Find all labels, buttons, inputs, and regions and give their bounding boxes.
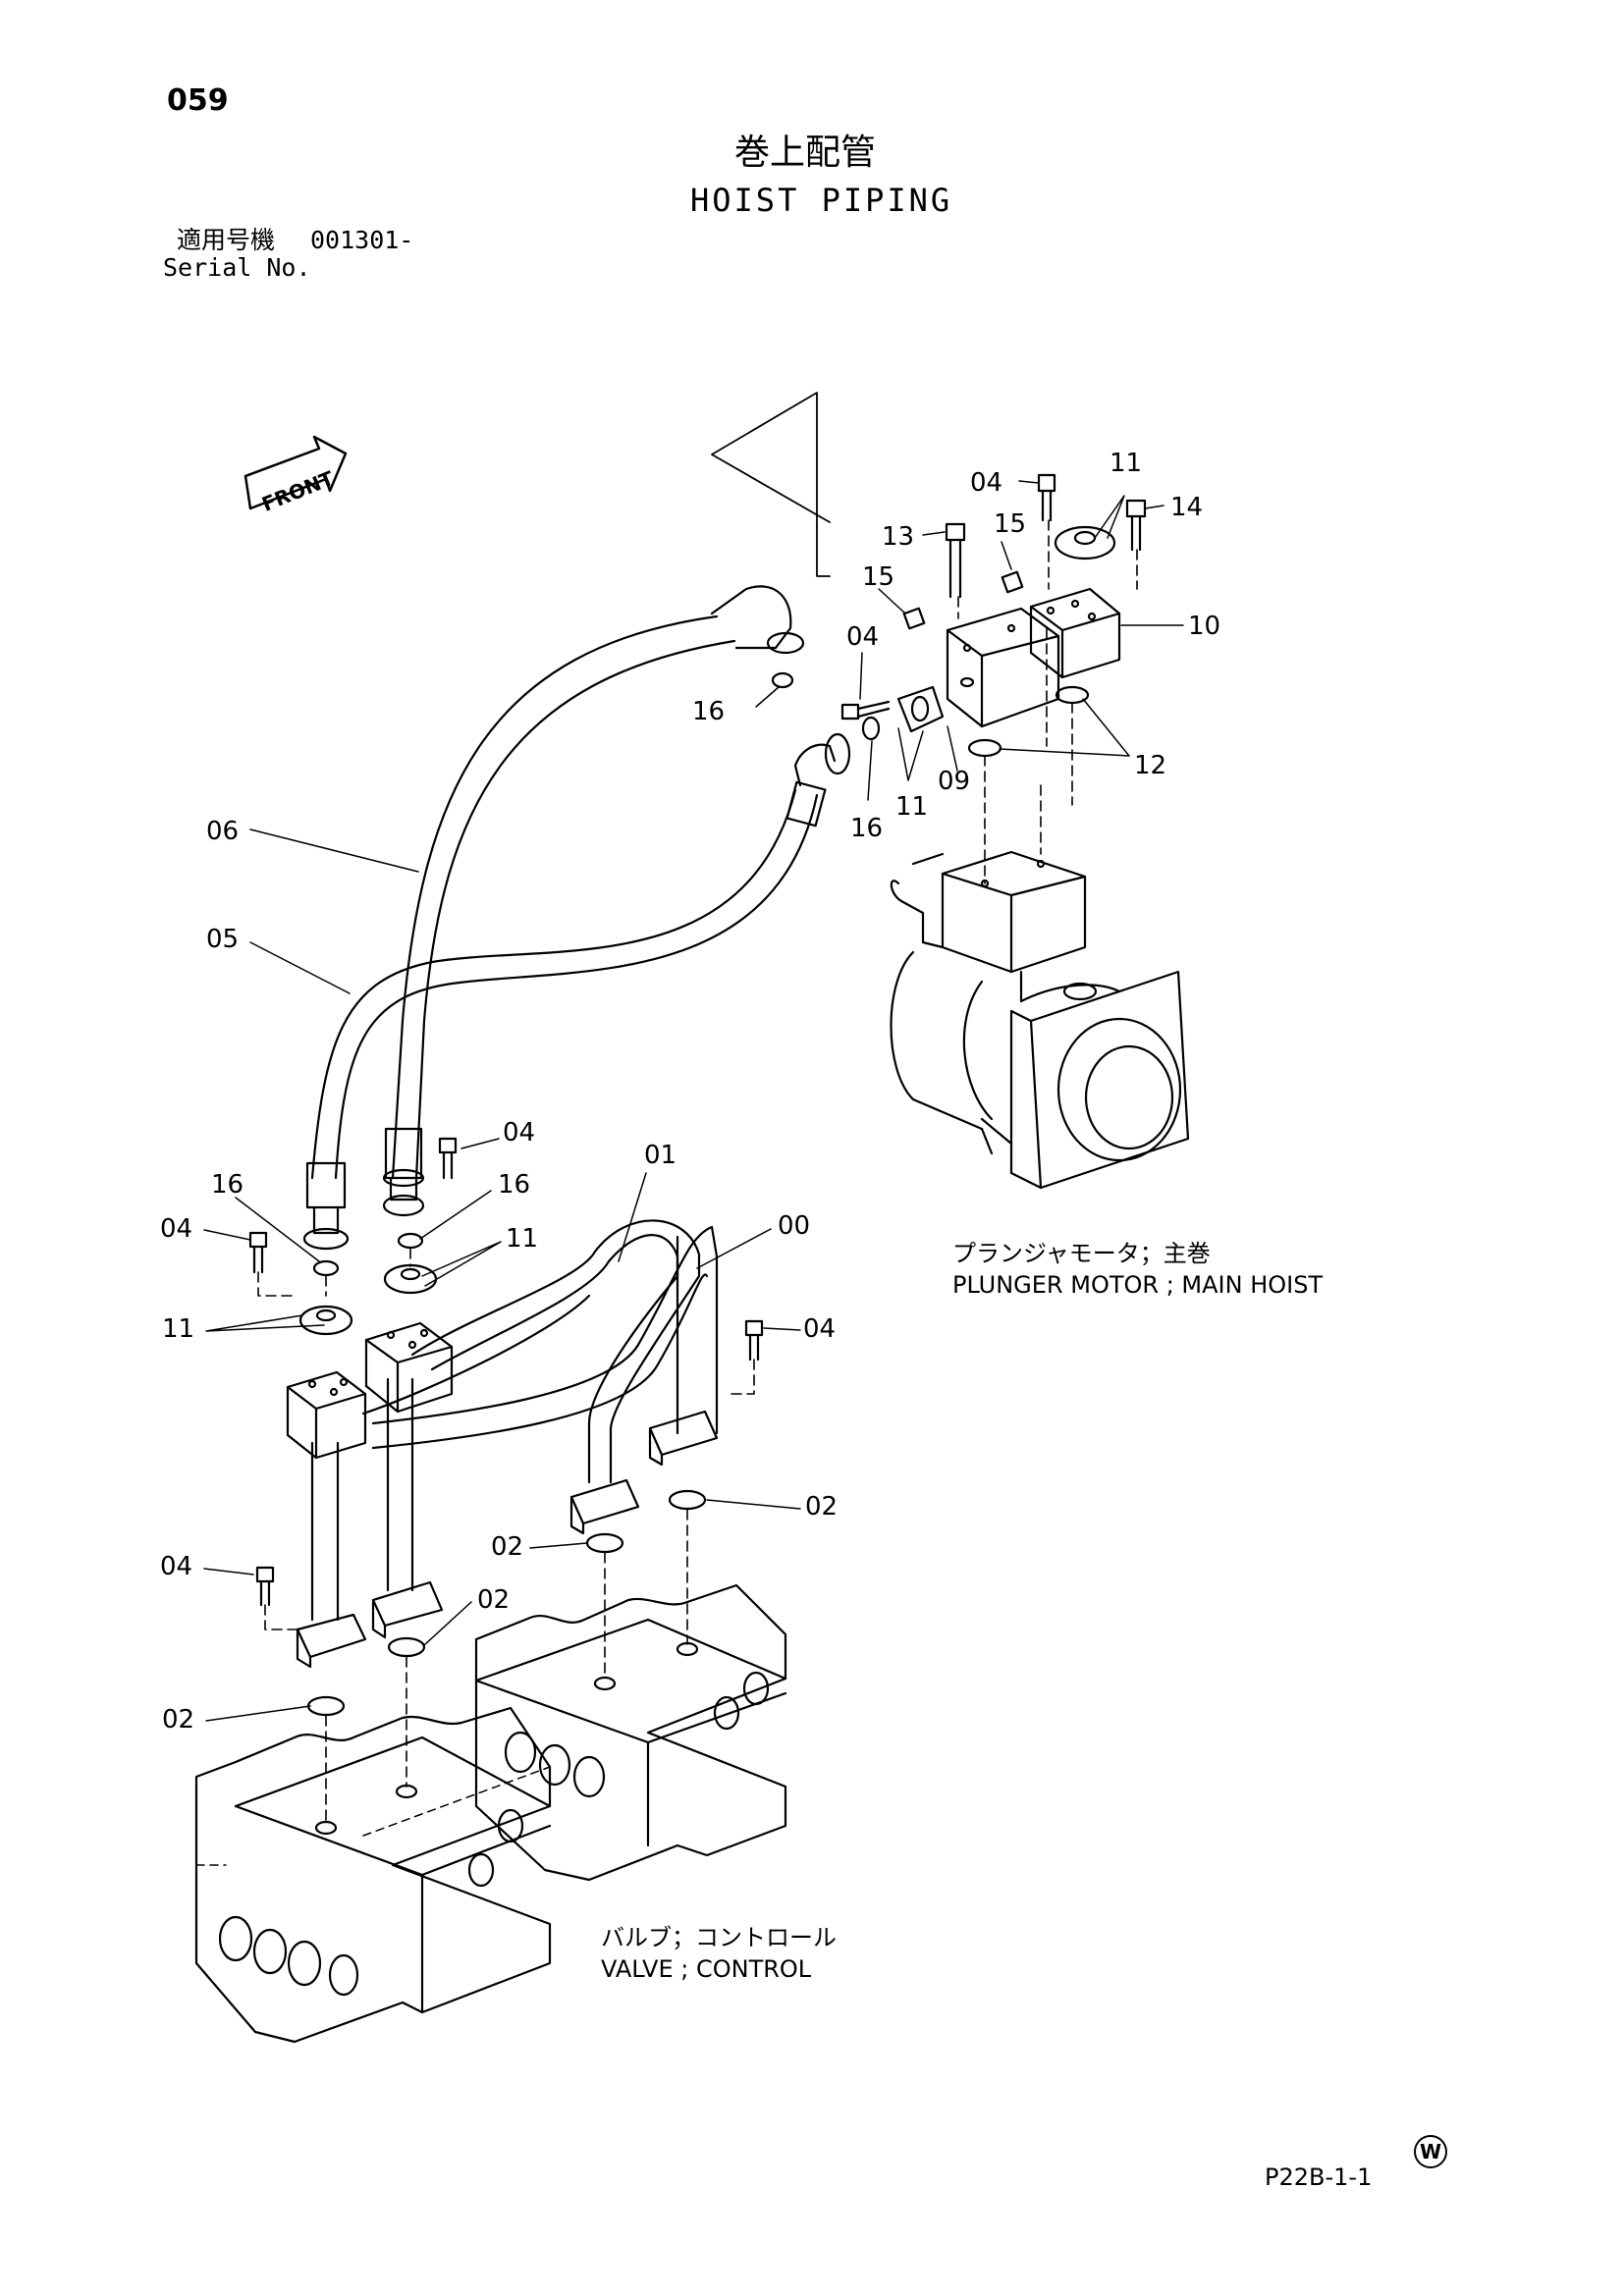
w-mark-icon: W xyxy=(1414,2135,1447,2168)
serial-label-jp: 適用号機 xyxy=(177,226,276,254)
callout-label: 11 xyxy=(506,1224,538,1254)
o-ring-12-b xyxy=(1055,685,1090,705)
page-number: 059 xyxy=(167,83,229,118)
bolt-04-b xyxy=(438,1137,458,1180)
block-10 xyxy=(1029,587,1121,679)
front-arrow-label: FRONT xyxy=(258,466,337,516)
leader-lines xyxy=(203,480,1184,1722)
bolt-04-motor-side xyxy=(840,700,891,721)
bolt-04-motor-top xyxy=(1037,473,1056,522)
callout-label: 04 xyxy=(160,1214,192,1244)
o-ring-02-a xyxy=(306,1695,346,1717)
motor-boundary-line xyxy=(711,392,831,577)
callout-label: 04 xyxy=(160,1552,192,1581)
flange-11-motor-top xyxy=(1054,525,1116,561)
callout-label: 00 xyxy=(778,1211,810,1241)
callout-label: 02 xyxy=(491,1532,523,1562)
callout-label: 04 xyxy=(503,1118,535,1148)
callout-label: 11 xyxy=(895,792,928,822)
motor-caption-jp: プランジャモータ；主巻 xyxy=(952,1240,1211,1267)
o-ring-16-b xyxy=(397,1232,424,1250)
callout-label: 04 xyxy=(846,622,879,652)
valve-caption-en: VALVE ; CONTROL xyxy=(601,1955,812,1983)
callout-label: 06 xyxy=(206,817,239,846)
o-ring-02-d xyxy=(668,1489,707,1511)
bolt-04-a xyxy=(248,1231,268,1274)
bolt-13 xyxy=(945,522,966,599)
flange-11-manifold-a xyxy=(298,1305,353,1336)
callout-label: 16 xyxy=(498,1170,530,1200)
pipe-00 xyxy=(371,1225,719,1450)
document-code: P22B-1-1 xyxy=(1265,2163,1373,2191)
block-09 xyxy=(946,607,1060,728)
callout-label: 04 xyxy=(803,1314,836,1344)
hose-05 xyxy=(302,732,851,1251)
callout-label: 15 xyxy=(994,509,1026,539)
serial-number: 001301- xyxy=(310,226,414,254)
pipe-flange-valve-b-right xyxy=(648,1410,719,1467)
manifold-block-left xyxy=(286,1370,367,1460)
plug-15-b xyxy=(902,607,926,630)
page-title-en: HOIST PIPING xyxy=(690,182,953,219)
o-ring-02-b xyxy=(387,1636,426,1658)
manifold-block-right xyxy=(364,1321,454,1414)
callout-label: 10 xyxy=(1188,612,1220,641)
valve-caption-jp: バルブ；コントロール xyxy=(601,1924,837,1951)
front-arrow-icon: FRONT xyxy=(244,435,348,516)
flange-11-motor-side xyxy=(896,685,945,733)
pipe-flange-valve-b-left xyxy=(569,1478,640,1535)
pipe-flange-bottom-left xyxy=(296,1613,367,1669)
o-ring-16-a xyxy=(312,1259,340,1277)
o-ring-12-a xyxy=(967,738,1002,758)
callout-label: 15 xyxy=(862,562,894,592)
callout-label: 12 xyxy=(1134,751,1166,780)
o-ring-02-c xyxy=(585,1532,624,1554)
valve-assembly-lines xyxy=(257,1248,755,1827)
callout-label: 11 xyxy=(1110,449,1142,478)
callout-label: 14 xyxy=(1170,493,1203,522)
pipe-flange-bottom-center xyxy=(371,1580,444,1639)
callout-label: 16 xyxy=(692,697,725,726)
callout-label: 16 xyxy=(211,1170,244,1200)
plunger-motor xyxy=(890,850,1190,1190)
o-ring-16-side xyxy=(861,716,881,741)
hose-06 xyxy=(382,585,805,1217)
bolt-04-c xyxy=(744,1319,764,1362)
callout-label: 01 xyxy=(644,1141,677,1170)
motor-caption-en: PLUNGER MOTOR ; MAIN HOIST xyxy=(952,1271,1324,1299)
callout-label: 16 xyxy=(850,814,883,843)
callout-label: 02 xyxy=(162,1705,194,1735)
callout-labels: 04 11 14 13 15 15 10 04 16 12 09 11 16 0… xyxy=(160,449,1220,1735)
control-valve-back xyxy=(474,1583,787,1882)
flange-11-manifold-b xyxy=(383,1263,438,1295)
callout-label: 02 xyxy=(805,1492,838,1522)
bolt-04-d xyxy=(255,1566,275,1607)
bolt-14 xyxy=(1125,499,1147,552)
pipe-vertical-left xyxy=(310,1441,340,1622)
callout-label: 04 xyxy=(970,468,1002,498)
o-ring-16-upper xyxy=(771,671,794,689)
callout-label: 13 xyxy=(882,522,914,552)
callout-label: 05 xyxy=(206,925,239,954)
motor-assembly-lines xyxy=(957,519,1138,884)
callout-label: 02 xyxy=(477,1585,510,1615)
callout-label: 09 xyxy=(938,767,970,796)
plug-15-a xyxy=(1001,570,1024,594)
callout-label: 11 xyxy=(162,1314,194,1344)
serial-label-en: Serial No. xyxy=(163,253,311,282)
control-valve-front xyxy=(194,1706,552,2044)
page-title-jp: 巻上配管 xyxy=(734,133,877,173)
pipe-vertical-center xyxy=(386,1377,414,1592)
